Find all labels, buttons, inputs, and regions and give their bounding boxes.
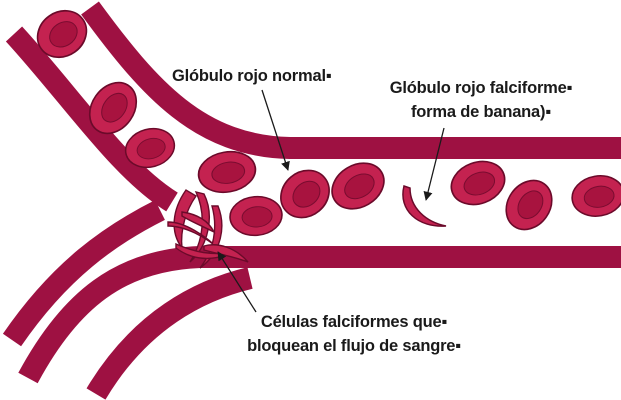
label-blocked-line-1: Células falciformes que▪ xyxy=(234,310,474,334)
red-blood-cell xyxy=(497,172,561,239)
lower-branch-inner-wall xyxy=(96,278,250,394)
label-sickle-red-blood-cell: Glóbulo rojo falciforme▪ forma de banana… xyxy=(376,76,586,124)
red-blood-cell xyxy=(445,154,510,211)
free-sickle-cell xyxy=(403,186,446,226)
red-blood-cell xyxy=(228,194,283,237)
label-normal-red-blood-cell: Glóbulo rojo normal▪ xyxy=(172,64,332,88)
label-normal-line-1: Glóbulo rojo normal▪ xyxy=(172,64,332,88)
red-blood-cell xyxy=(569,172,621,220)
label-sickle-line-1: Glóbulo rojo falciforme▪ xyxy=(376,76,586,100)
label-blocked-line-2: bloquean el flujo de sangre▪ xyxy=(234,334,474,358)
label-sickle-line-2: forma de banana)▪ xyxy=(376,100,586,124)
label-blocking-sickle-cells: Células falciformes que▪ bloquean el flu… xyxy=(234,310,474,358)
red-blood-cell xyxy=(195,147,258,196)
red-blood-cell xyxy=(324,154,392,218)
